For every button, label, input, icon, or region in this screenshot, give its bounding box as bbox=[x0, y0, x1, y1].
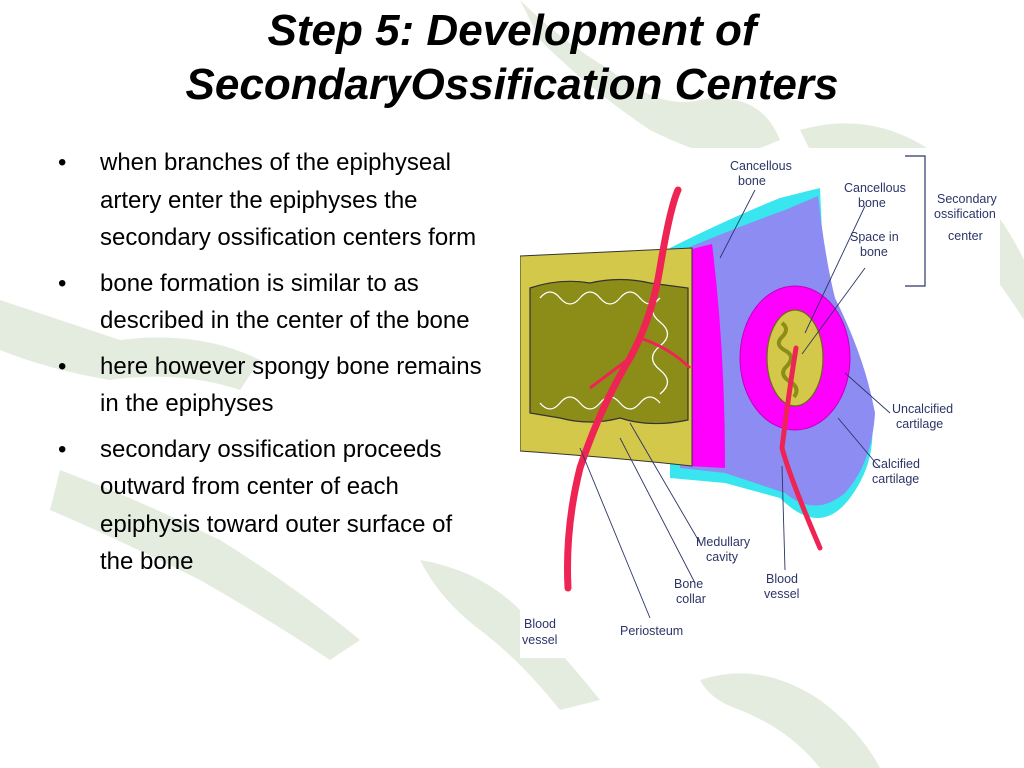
title-line-2: SecondaryOssification Centers bbox=[185, 60, 839, 109]
blood-vessel-shaft bbox=[564, 186, 682, 592]
bullet-text: secondary ossification proceeds outward … bbox=[100, 435, 453, 576]
bullet-item: •secondary ossification proceeds outward… bbox=[58, 435, 453, 576]
calcified-band bbox=[688, 244, 725, 468]
blood-vessel-epiphysis bbox=[779, 345, 823, 551]
bullet-item: •when branches of the epiphyseal artery … bbox=[58, 149, 477, 251]
bullet-item: •here however spongy bone remains in the… bbox=[58, 352, 482, 418]
blood-vessel-branch bbox=[589, 336, 692, 390]
bullet-list: •when branches of the epiphyseal artery … bbox=[52, 144, 492, 589]
title-line-1: Step 5: Development of bbox=[267, 6, 757, 55]
leader-lines bbox=[579, 189, 891, 619]
bullet-text: here however spongy bone remains in the … bbox=[100, 352, 482, 418]
secondary-ossification-spongy bbox=[776, 321, 799, 399]
bullet-text: when branches of the epiphyseal artery e… bbox=[100, 149, 477, 251]
bullet-text: bone formation is similar to as describe… bbox=[100, 269, 470, 335]
page-title: Step 5: Development of SecondaryOssifica… bbox=[0, 4, 1024, 112]
label-periosteum: Periosteum bbox=[620, 624, 683, 638]
label-bracket bbox=[905, 155, 926, 287]
bullet-item: •bone formation is similar to as describ… bbox=[58, 269, 470, 335]
